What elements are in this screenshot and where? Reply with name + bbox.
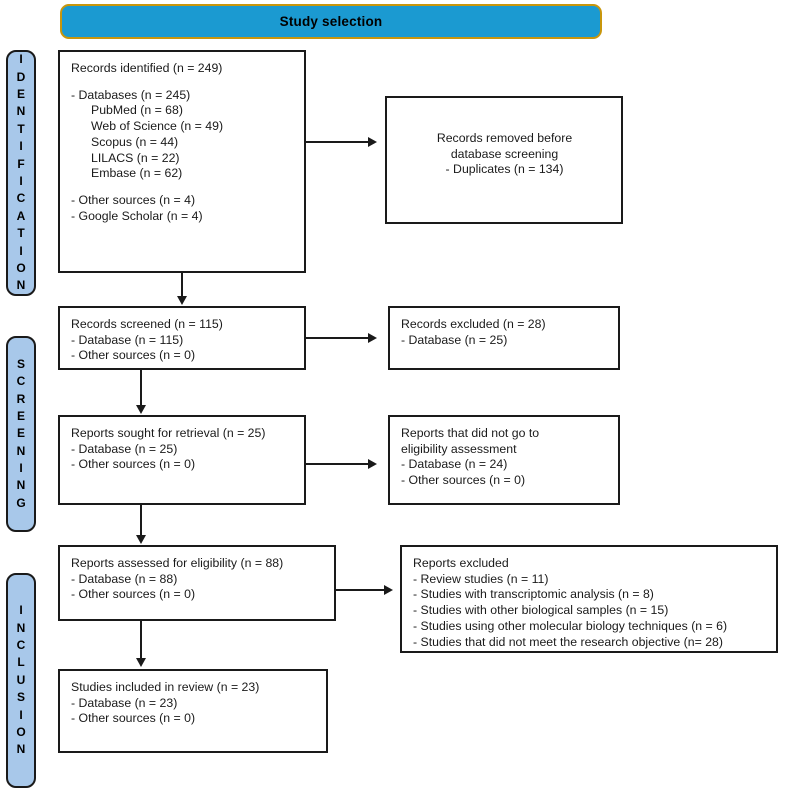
reports-sought-title: Reports sought for retrieval (n = 25)	[71, 426, 266, 440]
phase-bar-inclusion: I N C L U S I O N	[6, 573, 36, 788]
studies-included-other-sources: - Other sources (n = 0)	[71, 711, 196, 726]
reports-excluded-reason-biological-samples: - Studies with other biological samples …	[413, 603, 669, 618]
records-identified-title: Records identified (n = 249)	[71, 61, 223, 75]
box-reports-sought: Reports sought for retrieval (n = 25) - …	[58, 415, 306, 505]
phase-bar-screening: S C R E E N I N G	[6, 336, 36, 532]
connector-sought-to-assessed	[140, 505, 142, 536]
box-reports-excluded: Reports excluded - Review studies (n = 1…	[400, 545, 778, 653]
banner-title: Study selection	[279, 14, 383, 29]
reports-not-retrieved-line1: Reports that did not go to	[401, 426, 540, 440]
google-scholar-count: - Google Scholar (n = 4)	[71, 208, 203, 223]
connector-screened-to-excluded	[306, 337, 368, 339]
reports-not-retrieved-other-sources: - Other sources (n = 0)	[401, 473, 526, 488]
phase-bar-identification: I D E N T I F I C A T I O N	[6, 50, 36, 296]
reports-excluded-reason-review: - Review studies (n = 11)	[413, 571, 549, 586]
arrowhead-sought-to-not-retrieved	[368, 459, 377, 469]
arrowhead-sought-to-assessed	[136, 535, 146, 544]
study-selection-banner: Study selection	[60, 4, 602, 39]
box-reports-assessed: Reports assessed for eligibility (n = 88…	[58, 545, 336, 621]
database-item-lilacs: LILACS (n = 22)	[91, 150, 180, 165]
arrowhead-identified-to-removed	[368, 137, 377, 147]
connector-identified-to-removed	[306, 141, 368, 143]
records-removed-line2: database screening	[450, 146, 559, 161]
studies-included-title: Studies included in review (n = 23)	[71, 680, 260, 694]
connector-sought-to-not-retrieved	[306, 463, 368, 465]
reports-assessed-other-sources: - Other sources (n = 0)	[71, 587, 196, 602]
reports-excluded-reason-transcriptomic: - Studies with transcriptomic analysis (…	[413, 587, 654, 602]
connector-identified-to-screened	[181, 273, 183, 297]
records-screened-database: - Database (n = 115)	[71, 332, 184, 347]
reports-not-retrieved-line2: eligibility assessment	[401, 441, 517, 456]
connector-assessed-to-excluded	[336, 589, 384, 591]
box-records-excluded: Records excluded (n = 28) - Database (n …	[388, 306, 620, 370]
box-records-identified: Records identified (n = 249) - Databases…	[58, 50, 306, 273]
phase-label-screening: S C R E E N I N G	[16, 356, 26, 510]
arrowhead-screened-to-sought	[136, 405, 146, 414]
spacer	[71, 182, 294, 193]
studies-included-database: - Database (n = 23)	[71, 695, 178, 710]
arrowhead-screened-to-excluded	[368, 333, 377, 343]
arrowhead-identified-to-screened	[177, 296, 187, 305]
reports-assessed-database: - Database (n = 88)	[71, 571, 178, 586]
reports-not-retrieved-database: - Database (n = 24)	[401, 457, 508, 472]
spacer	[71, 77, 294, 88]
reports-excluded-title: Reports excluded	[413, 556, 509, 570]
reports-excluded-reason-molecular-techniques: - Studies using other molecular biology …	[413, 618, 728, 633]
reports-sought-other-sources: - Other sources (n = 0)	[71, 457, 196, 472]
reports-excluded-reason-objective: - Studies that did not meet the research…	[413, 634, 723, 649]
phase-label-identification: I D E N T I F I C A T I O N	[16, 52, 26, 293]
records-excluded-title: Records excluded (n = 28)	[401, 317, 546, 331]
database-item-pubmed: PubMed (n = 68)	[91, 103, 183, 118]
reports-assessed-title: Reports assessed for eligibility (n = 88…	[71, 556, 284, 570]
other-sources-count: - Other sources (n = 4)	[71, 193, 196, 208]
database-item-embase: Embase (n = 62)	[91, 166, 183, 181]
records-screened-other-sources: - Other sources (n = 0)	[71, 348, 196, 363]
box-reports-not-retrieved: Reports that did not go to eligibility a…	[388, 415, 620, 505]
box-records-screened: Records screened (n = 115) - Database (n…	[58, 306, 306, 370]
database-item-scopus: Scopus (n = 44)	[91, 134, 179, 149]
arrowhead-assessed-to-excluded	[384, 585, 393, 595]
connector-screened-to-sought	[140, 370, 142, 406]
arrowhead-assessed-to-included	[136, 658, 146, 667]
box-studies-included: Studies included in review (n = 23) - Da…	[58, 669, 328, 753]
records-removed-line1: Records removed before	[436, 131, 573, 145]
records-removed-duplicates: - Duplicates (n = 134)	[445, 162, 564, 177]
records-screened-title: Records screened (n = 115)	[71, 317, 223, 331]
phase-label-inclusion: I N C L U S I O N	[16, 603, 26, 757]
box-records-removed: Records removed before database screenin…	[385, 96, 623, 224]
connector-assessed-to-included	[140, 621, 142, 658]
database-item-web-of-science: Web of Science (n = 49)	[91, 119, 224, 134]
records-excluded-database: - Database (n = 25)	[401, 332, 508, 347]
reports-sought-database: - Database (n = 25)	[71, 441, 178, 456]
databases-header: - Databases (n = 245)	[71, 87, 191, 102]
